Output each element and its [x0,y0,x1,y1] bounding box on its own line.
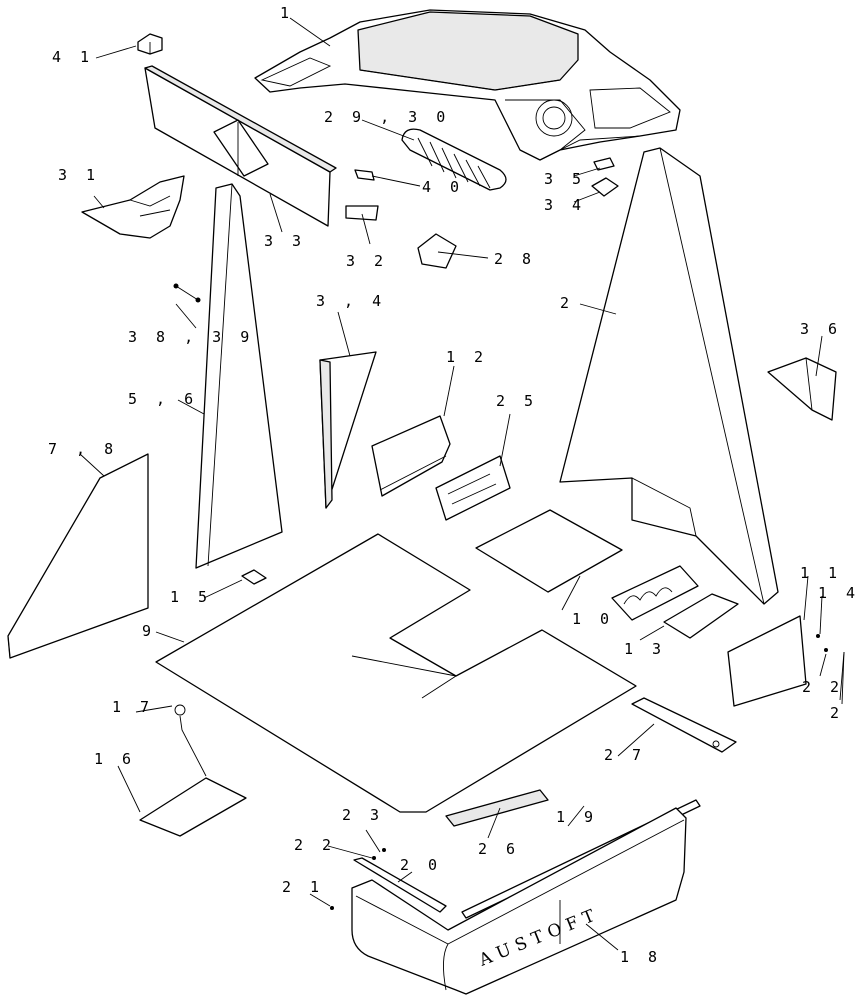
part-13-pedal-mount [611,565,739,639]
part-25-bracket-plate [435,455,511,521]
label-28: 2 8 [494,250,536,268]
label-5-6: 5 , 6 [128,390,198,408]
label-40: 4 0 [422,178,464,196]
part-40-plate [354,169,375,181]
label-17: 1 7 [112,698,154,716]
part-9-floor [155,533,637,813]
part-1-roof [254,9,681,161]
label-32: 3 2 [346,252,388,270]
part-41-bracket [137,33,163,55]
label-29-30: 2 9 , 3 0 [324,108,450,126]
part-35-34-clip [591,157,619,197]
label-13: 1 3 [624,640,666,658]
label-12: 1 2 [446,348,488,366]
label-38-39: 3 8 , 3 9 [128,328,254,346]
label-14: 1 4 [818,584,856,602]
part-33-header-panel [144,65,337,227]
label-27: 2 7 [604,746,646,764]
label-16: 1 6 [94,750,136,768]
part-15-pad [241,569,267,585]
part-31-corner-trim [81,175,185,239]
part-3-4-triangle-panel [319,351,377,509]
part-36-box [767,357,837,421]
part-12-plate [371,415,451,497]
label-41: 4 1 [52,48,94,66]
label-21: 2 1 [282,878,324,896]
label-7-8: 7 , 8 [48,440,118,458]
part-28-cover-plate [417,233,457,269]
label-11: 1 1 [800,564,842,582]
label-24: 2 4 [830,704,856,722]
label-10: 1 0 [572,610,614,628]
label-33: 3 3 [264,232,306,250]
label-19: 1 9 [556,808,598,826]
label-25: 2 5 [496,392,538,410]
part-29-30-vent-grille [401,128,507,191]
label-22a: 2 2 [294,836,336,854]
label-31: 3 1 [58,166,100,184]
part-17-16-floor-plate [139,704,247,837]
label-35: 3 5 [544,170,586,188]
part-5-6-left-post [195,183,283,569]
label-26: 2 6 [478,840,520,858]
part-38-39-fastener [173,283,201,303]
label-18: 1 8 [620,948,662,966]
part-27-channel [631,697,737,753]
callout-labels: 1 4 1 2 9 , 3 0 3 1 3 5 4 0 3 4 3 3 3 2 … [48,4,856,966]
label-9: 9 [142,622,156,640]
label-3-4: 3 , 4 [316,292,386,310]
part-26-step-strip [445,789,549,827]
part-2-right-wall [559,147,779,605]
label-34: 3 4 [544,196,586,214]
part-7-8-left-panel [7,453,149,659]
part-32-label [345,205,379,221]
label-20: 2 0 [400,856,442,874]
label-15: 1 5 [170,588,212,606]
part-10-mat [475,509,623,593]
leader-lines [79,17,845,951]
label-23: 2 3 [342,806,384,824]
label-22b: 2 2 [802,678,844,696]
label-36: 3 6 , [800,320,856,338]
label-1: 1 [280,4,294,22]
part-18-front-bumper [351,807,687,995]
label-2: 2 [560,294,574,312]
